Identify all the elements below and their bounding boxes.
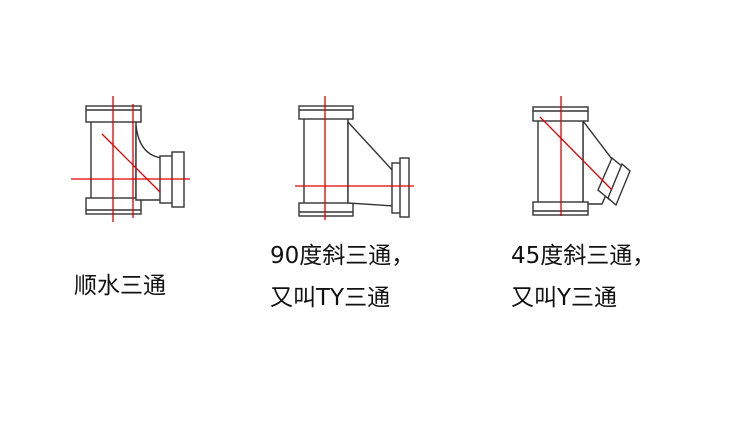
caption-wye-line-2: 又叫Y三通 — [511, 285, 618, 311]
wye-branch-end — [607, 162, 631, 207]
caption-ty-tee-line-1: 90度斜三通， — [270, 243, 415, 269]
wye-branch-centerline — [539, 116, 613, 191]
ty-tee-bottom-hub — [298, 202, 354, 217]
ty-tee-top-hub — [298, 105, 354, 120]
ty-tee-drawing — [295, 96, 414, 220]
sanitary-tee-branch — [135, 124, 163, 201]
sanitary-tee-drawing — [71, 96, 190, 222]
caption-ty-tee-line-2: 又叫TY三通 — [270, 285, 391, 311]
caption-wye-line-1: 45度斜三通， — [511, 243, 656, 269]
caption-sanitary-tee: 顺水三通 — [74, 273, 166, 299]
ty-tee-branch — [347, 120, 395, 207]
ty-tee-branch-end — [399, 157, 410, 218]
wye-drawing — [532, 96, 631, 216]
ty-tee-run-body — [303, 116, 349, 206]
